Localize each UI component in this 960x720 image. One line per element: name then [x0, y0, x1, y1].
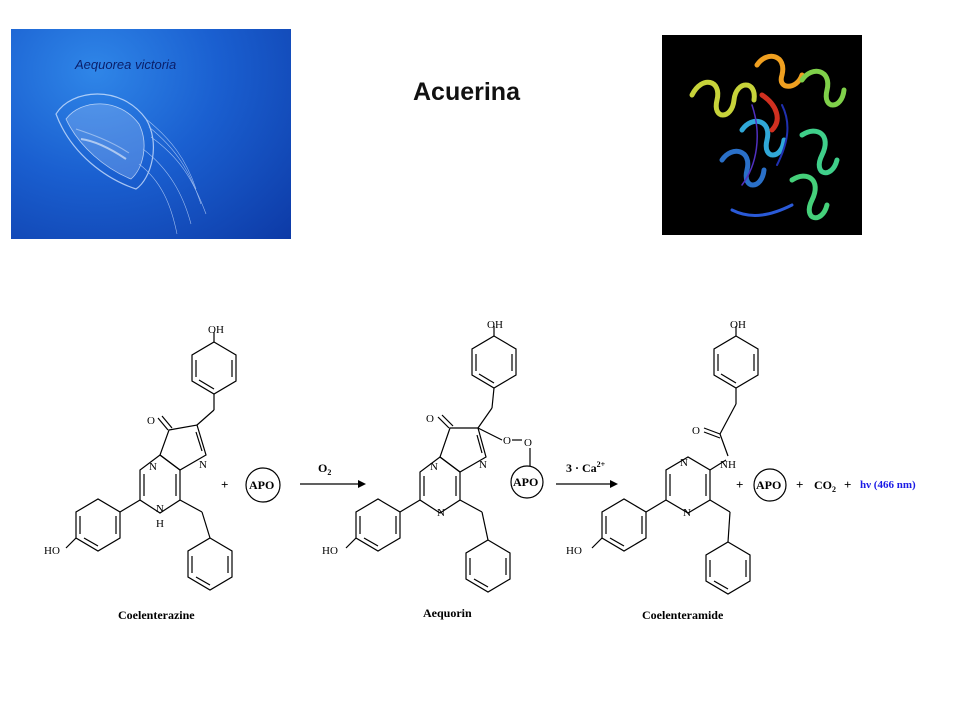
coelenteramide-structure: OH O NH N N HO Coelenteramide — [566, 319, 759, 622]
coelenterazine-nh-n: N — [156, 503, 164, 515]
arrow-2-label: 3 · Ca2+ — [566, 460, 606, 475]
coelenteramide-name: Coelenteramide — [642, 608, 724, 622]
jellyfish-photo: Aequorea victoria — [11, 29, 291, 239]
coelenterazine-ho-left: HO — [44, 545, 60, 557]
arrow-2-head — [610, 480, 618, 488]
aequorin-n3: N — [437, 507, 445, 519]
plus-sign-4: + — [844, 477, 851, 492]
coelenteramide-oh-top: OH — [730, 319, 746, 331]
coelenterazine-name: Coelenterazine — [118, 608, 195, 622]
jellyfish-icon — [55, 93, 207, 235]
protein-structure-image — [662, 35, 862, 235]
aequorin-oxo: O — [426, 413, 434, 425]
coelenteramide-nh: NH — [720, 459, 736, 471]
arrow-1-label: O2 — [318, 461, 331, 477]
aequorin-structure: OH O O O N N N APO HO Aequorin — [322, 319, 544, 620]
co2-label: CO2 — [814, 478, 836, 494]
apo-circle-2 — [753, 468, 787, 502]
coelenterazine-n2: N — [199, 459, 207, 471]
coelenterazine-n1: N — [149, 461, 157, 473]
aequorin-apo-label: APO — [513, 475, 538, 489]
coelenteramide-n1: N — [680, 457, 688, 469]
apo-circle — [245, 467, 281, 503]
jellyfish-caption: Aequorea victoria — [75, 57, 177, 72]
apo-label: APO — [249, 478, 274, 492]
aequorin-n2: N — [479, 459, 487, 471]
aequorin-o2: O — [524, 437, 532, 449]
aequorin-name: Aequorin — [423, 606, 472, 620]
arrow-1-head — [358, 480, 366, 488]
coelenteramide-n2: N — [683, 507, 691, 519]
coelenterazine-oxo: O — [147, 415, 155, 427]
coelenteramide-oxo: O — [692, 425, 700, 437]
light-emission-label: hν (466 nm) — [860, 479, 916, 491]
page-title: Acuerina — [413, 78, 520, 106]
apo-label-2: APO — [756, 478, 781, 492]
aequorin-n1: N — [430, 461, 438, 473]
coelenteramide-ho-left: HO — [566, 545, 582, 557]
aequorin-ho-left: HO — [322, 545, 338, 557]
coelenterazine-oh-top: OH — [208, 324, 224, 336]
coelenterazine-structure: OH O N N N H HO Coelenterazine — [44, 324, 237, 622]
coelenterazine-nh-h: H — [156, 518, 164, 530]
aequorin-oh-top: OH — [487, 319, 503, 331]
plus-sign-2: + — [736, 477, 743, 492]
plus-sign: + — [221, 477, 228, 492]
plus-sign-3: + — [796, 477, 803, 492]
aequorin-o1: O — [503, 435, 511, 447]
protein-ribbon-icon — [689, 53, 847, 220]
